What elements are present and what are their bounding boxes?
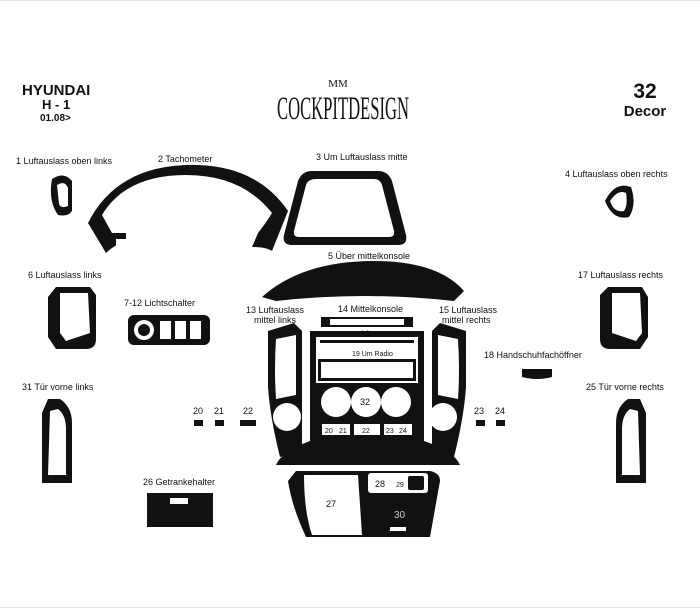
- label-shift-surround: Um Schaltung: [338, 455, 395, 465]
- label-part-26: 26 Getrankehalter: [143, 477, 215, 487]
- part-27-area: [304, 475, 362, 535]
- part-15-vent-center-right[interactable]: [432, 323, 466, 457]
- part-3-center-vent-surround[interactable]: [283, 171, 407, 245]
- button-slot-22: [354, 424, 380, 435]
- label-part-15b: mittel rechts: [442, 315, 491, 325]
- label-part-5: 5 Über mittelkonsole: [328, 251, 410, 261]
- part-14-cutout: [330, 319, 404, 325]
- climate-knob-left: [321, 387, 351, 417]
- label-part-20: 20: [193, 406, 203, 416]
- slot-label-24: 24: [399, 428, 407, 435]
- switch-slot-1: [160, 321, 171, 339]
- tacho-cutout: [116, 239, 126, 246]
- logo-text: COCKPITDESIGN: [277, 91, 409, 127]
- label-part-6: 6 Luftauslass links: [28, 270, 102, 280]
- label-part-21: 21: [214, 406, 224, 416]
- model: H - 1: [42, 97, 70, 112]
- label-part-18: 18 Handschuhfachöffner: [484, 350, 582, 360]
- part-20[interactable]: [194, 420, 203, 426]
- label-part-22: 22: [243, 406, 253, 416]
- part-29[interactable]: [408, 476, 424, 490]
- label-part-30: 30: [394, 510, 406, 521]
- cockpitdesign-logo: MM COCKPITDESIGN: [277, 78, 409, 127]
- label-part-32: 32: [360, 397, 370, 407]
- set-variant: Decor: [624, 103, 667, 120]
- set-number: 32: [633, 80, 656, 103]
- label-part-1: 1 Luftauslass oben links: [16, 156, 113, 166]
- part-13-vent-hole: [273, 403, 301, 431]
- switch-slot-3: [190, 321, 201, 339]
- label-part-29: 29: [396, 482, 404, 489]
- label-part-19: 19 Um Radio: [352, 351, 393, 358]
- part-31-door-front-left[interactable]: [42, 399, 72, 483]
- part-2-tachometer[interactable]: [88, 164, 288, 253]
- slot-label-23: 23: [386, 428, 394, 435]
- part-25-door-front-right[interactable]: [616, 399, 646, 483]
- brand: HYUNDAI: [22, 82, 90, 99]
- cupholder-slot: [170, 498, 188, 504]
- slot-label-20: 20: [325, 428, 333, 435]
- label-part-13: 13 Luftauslass: [246, 305, 305, 315]
- part-18-glovebox-opener[interactable]: [522, 369, 552, 379]
- part-16-strip[interactable]: [320, 340, 414, 343]
- part-23[interactable]: [476, 420, 485, 426]
- part-30-slot: [390, 527, 406, 531]
- logo-mark: MM: [328, 78, 348, 90]
- label-part-2: 2 Tachometer: [158, 154, 212, 164]
- label-part-15: 15 Luftauslass: [439, 305, 498, 315]
- label-part-7-12: 7-12 Lichtschalter: [124, 298, 195, 308]
- climate-knob-center: [351, 387, 381, 417]
- label-part-24: 24: [495, 406, 505, 416]
- label-part-4: 4 Luftauslass oben rechts: [565, 169, 668, 179]
- part-21[interactable]: [215, 420, 224, 426]
- label-part-31: 31 Tür vorne links: [22, 382, 94, 392]
- part-13-vent-center-left[interactable]: [268, 323, 302, 457]
- label-part-16: 16: [360, 329, 370, 339]
- label-part-28: 28: [375, 479, 385, 489]
- part-17-vent-right[interactable]: [600, 287, 648, 349]
- part-4-vent-top-right[interactable]: [605, 185, 634, 218]
- slot-label-22: 22: [362, 428, 370, 435]
- label-part-23: 23: [474, 406, 484, 416]
- light-switch-knob: [138, 324, 150, 336]
- part-1-vent-top-left[interactable]: [50, 175, 72, 216]
- climate-knob-right: [381, 387, 411, 417]
- part-15-vent-hole: [429, 403, 457, 431]
- date: 01.08>: [40, 113, 71, 124]
- slot-label-21: 21: [339, 428, 347, 435]
- label-part-25: 25 Tür vorne rechts: [586, 382, 664, 392]
- part-22[interactable]: [240, 420, 256, 426]
- part-19-radio-surround[interactable]: [318, 359, 416, 381]
- part-24[interactable]: [496, 420, 505, 426]
- label-part-3: 3 Um Luftauslass mitte: [316, 152, 408, 162]
- label-part-13b: mittel links: [254, 315, 297, 325]
- button-slot-23-24: [384, 424, 412, 435]
- label-part-17: 17 Luftauslass rechts: [578, 270, 664, 280]
- switch-slot-2: [175, 321, 186, 339]
- part-6-vent-left[interactable]: [48, 287, 96, 349]
- button-slot-20-21: [322, 424, 350, 435]
- part-5-over-center-console[interactable]: [262, 261, 464, 301]
- label-part-14: 14 Mittelkonsole: [338, 304, 403, 314]
- label-part-27: 27: [326, 499, 336, 509]
